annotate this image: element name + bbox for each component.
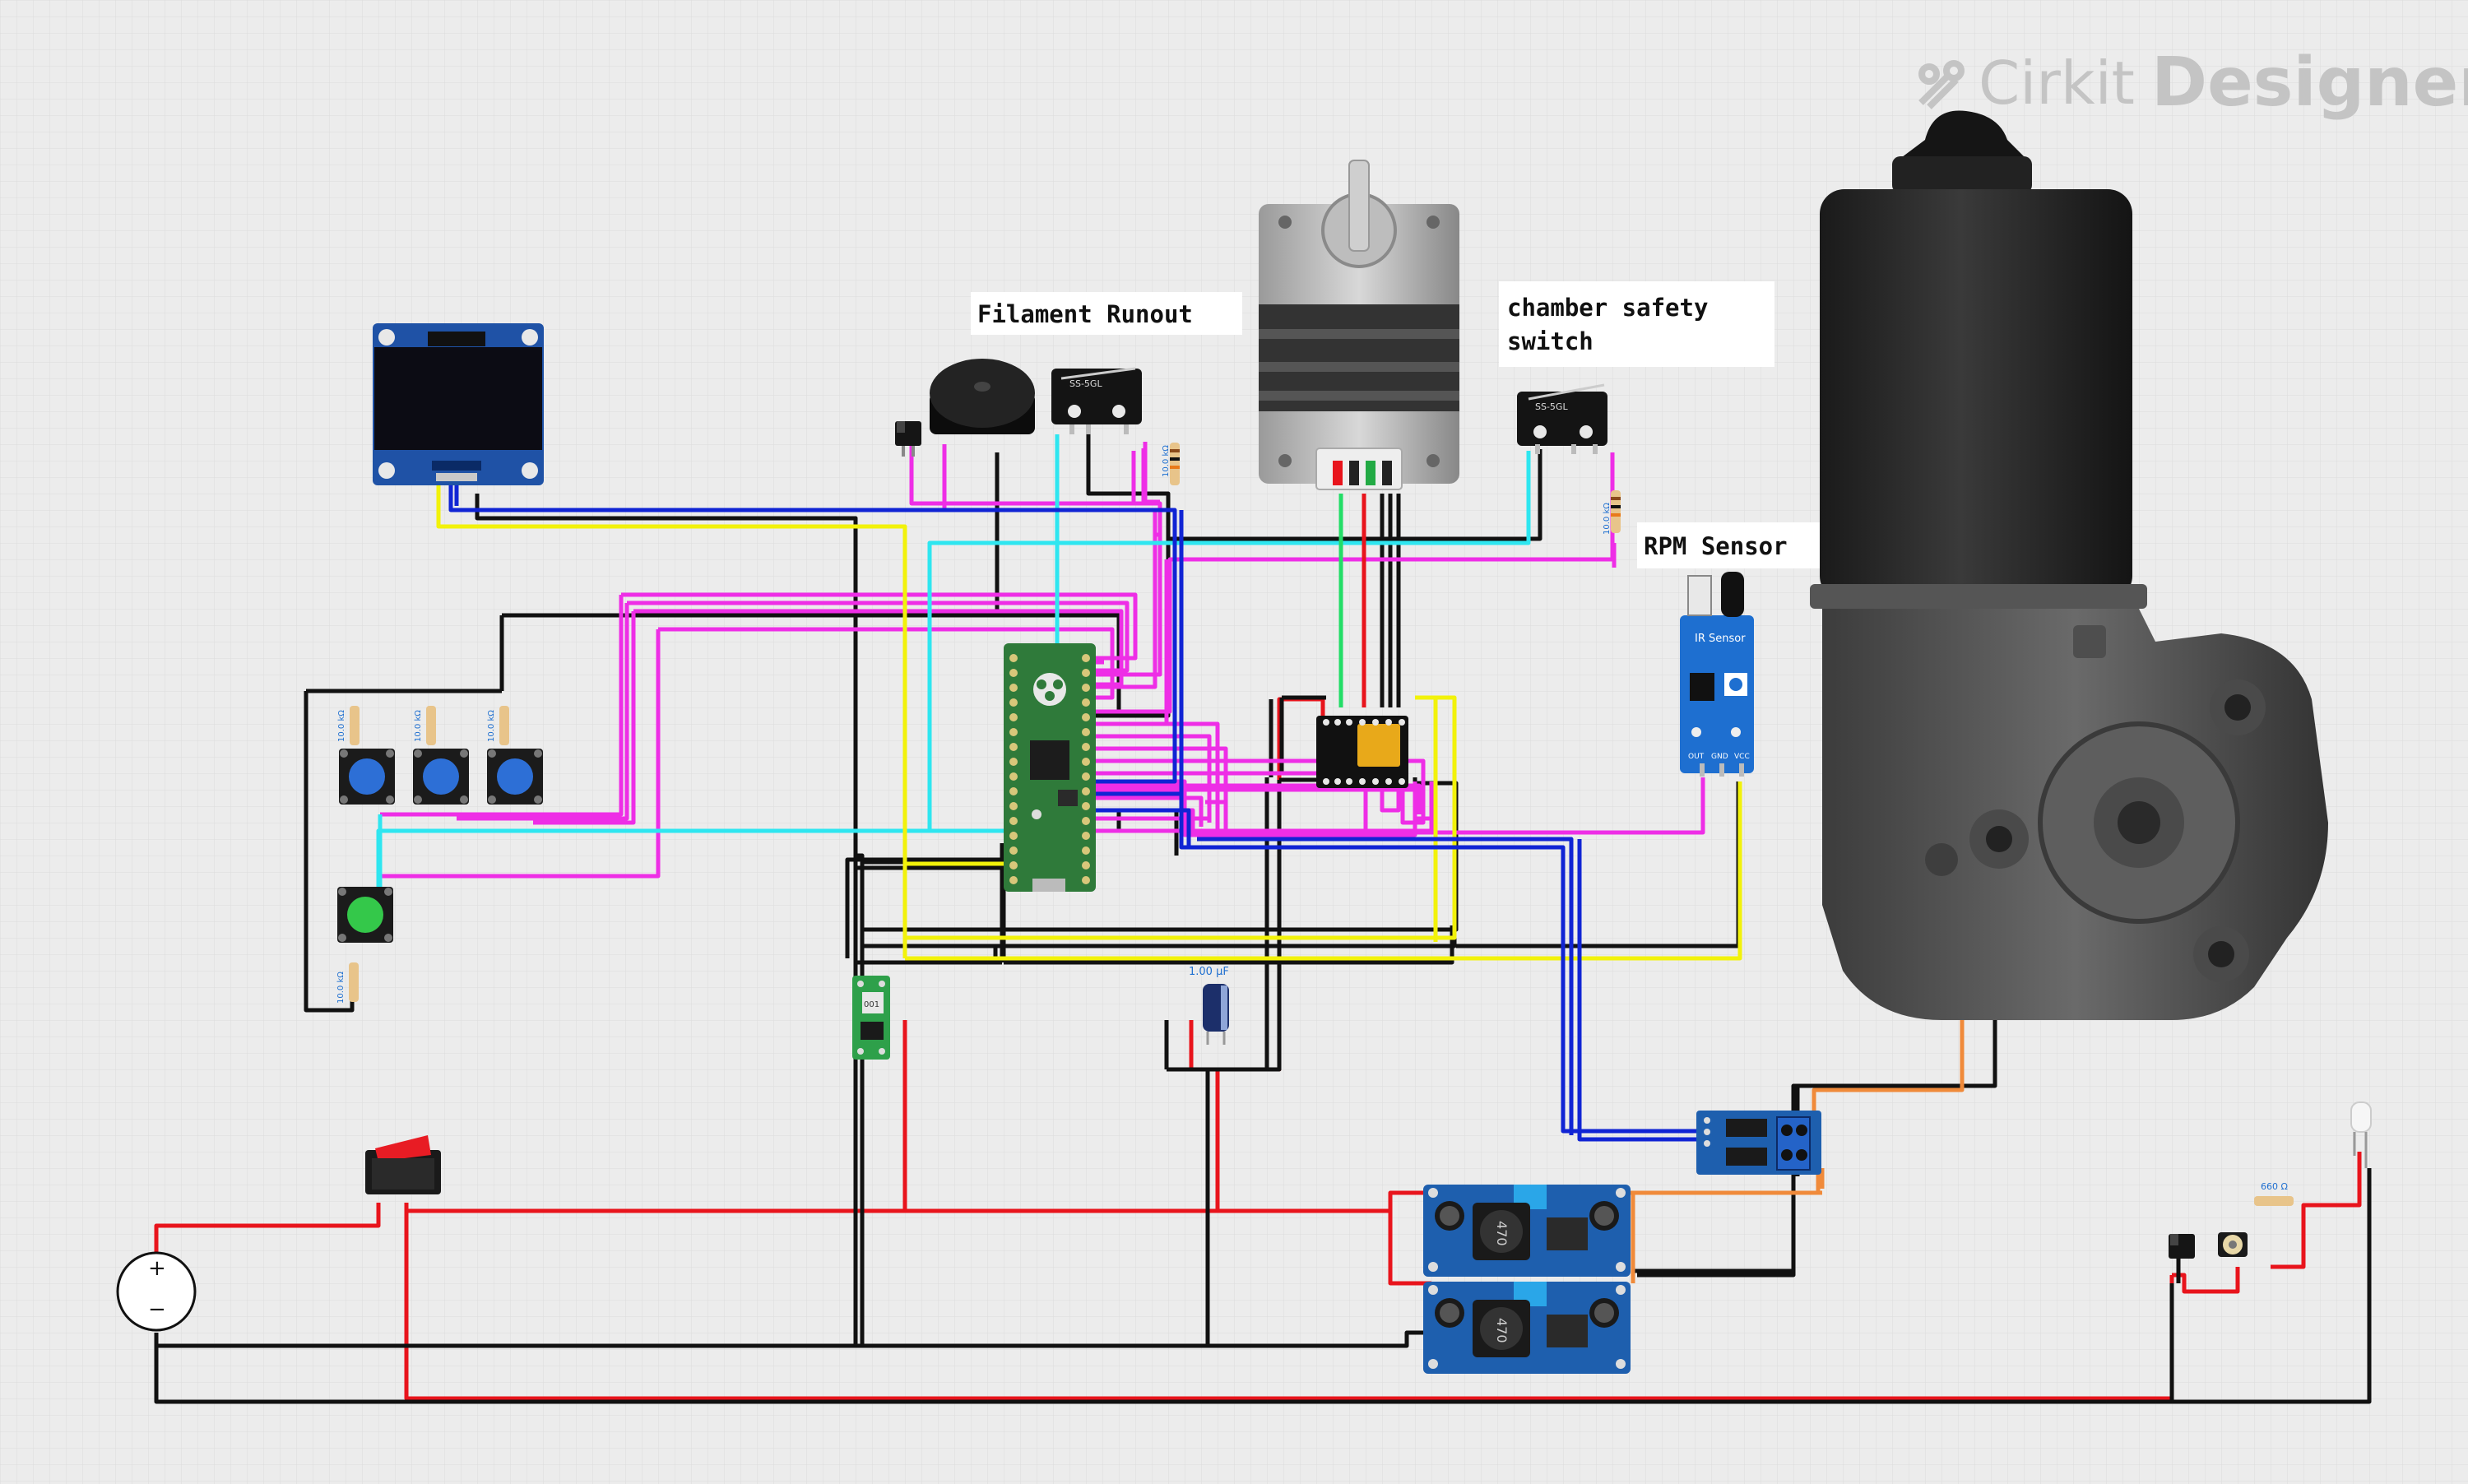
buck-converter-1[interactable]: 470 — [1423, 1185, 1631, 1277]
mosfet-module[interactable] — [1696, 1111, 1821, 1175]
ir-sensor-title: IR Sensor — [1695, 633, 1746, 645]
oled-screen — [374, 347, 542, 450]
slide-switch[interactable] — [895, 421, 921, 457]
capacitor-value: 1.00 µF — [1189, 966, 1229, 978]
led-resistor: 660 Ω — [2254, 1181, 2294, 1206]
motor-can — [1820, 189, 2132, 601]
stepper-shaft — [1348, 160, 1370, 252]
ir-sensor[interactable]: IR Sensor OUT GND VCC — [1680, 572, 1754, 777]
rp2040-chip — [1030, 740, 1069, 780]
led-resistor-value: 660 Ω — [2261, 1181, 2288, 1192]
buzzer[interactable] — [930, 359, 1035, 434]
wires-magenta — [380, 442, 1705, 879]
wires-yellow — [436, 485, 1742, 961]
push-button-green[interactable] — [337, 887, 393, 943]
supply-minus: − — [148, 1297, 166, 1322]
switch-lever — [1060, 367, 1136, 380]
supply-plus: + — [148, 1256, 166, 1281]
cirkit-logo-icon — [1918, 60, 1965, 109]
push-button-2[interactable] — [413, 749, 469, 805]
push-button-1[interactable] — [339, 749, 395, 805]
resistor-chamber: 10.0 kΩ — [1603, 490, 1621, 535]
filament-runout-switch[interactable]: SS-5GL — [1051, 367, 1142, 434]
wires-blue — [448, 485, 1711, 1142]
led[interactable] — [2350, 1101, 2372, 1168]
rocker-switch-red-paddle — [375, 1135, 431, 1162]
regulator-mark: 001 — [864, 1000, 879, 1009]
oled-display[interactable] — [373, 323, 544, 485]
chamber-label-line1: chamber safety — [1507, 294, 1708, 322]
rocker-switch[interactable] — [365, 1135, 441, 1194]
resistor-value: 10.0 kΩ — [337, 710, 346, 742]
ir-receiver — [1721, 572, 1744, 617]
filament-runout-label-box — [971, 292, 1242, 335]
resistor-value: 10.0 kΩ — [487, 710, 496, 742]
dc-gear-motor[interactable] — [1810, 110, 2328, 1020]
rpm-sensor-label: RPM Sensor — [1644, 532, 1788, 560]
switch-lever — [1528, 383, 1605, 401]
capacitor[interactable]: 1.00 µF — [1189, 966, 1229, 1045]
chamber-label-line2: switch — [1507, 327, 1594, 355]
button-resistors: 10.0 kΩ 10.0 kΩ 10.0 kΩ 10.0 kΩ — [336, 706, 509, 1004]
resistor-value: 10.0 kΩ — [1162, 445, 1171, 477]
brand-designer: Designer — [2151, 44, 2468, 122]
resistor-filament: 10.0 kΩ — [1162, 443, 1180, 485]
usb-port — [1032, 879, 1065, 892]
dc-power-supply[interactable]: + − — [116, 1251, 197, 1332]
buck-converter-2[interactable]: 470 — [1423, 1282, 1631, 1374]
ir-emitter — [1687, 575, 1712, 616]
resistor-value: 10.0 kΩ — [414, 710, 423, 742]
filament-runout-label: Filament Runout — [977, 300, 1193, 328]
switch-model-label: SS-5GL — [1535, 401, 1568, 412]
mini-buck-regulator[interactable]: 001 — [852, 976, 890, 1060]
potentiometer[interactable] — [2218, 1232, 2248, 1257]
wires — [154, 432, 2372, 1404]
inductor-value: 470 — [1494, 1318, 1510, 1343]
rpm-label-box — [1637, 522, 1826, 568]
ir-pin-gnd: GND — [1711, 753, 1728, 761]
raspberry-pi-pico[interactable] — [1004, 643, 1096, 892]
ir-pin-vcc: VCC — [1734, 753, 1750, 761]
inductor-value: 470 — [1494, 1221, 1510, 1246]
chamber-safety-switch[interactable]: SS-5GL — [1517, 383, 1607, 454]
ir-pin-out: OUT — [1688, 753, 1705, 761]
stepper-motor[interactable] — [1259, 160, 1459, 490]
cirkit-designer-logo: Cirkit Designer — [1918, 44, 2468, 122]
push-button-3[interactable] — [487, 749, 543, 805]
slide-switch-2[interactable] — [2169, 1234, 2195, 1259]
switch-model-label: SS-5GL — [1069, 378, 1102, 389]
resistor-value: 10.0 kΩ — [1603, 503, 1612, 535]
resistor-value: 10.0 kΩ — [336, 972, 346, 1004]
raspberry-logo-icon — [1033, 673, 1066, 706]
chamber-label-box — [1499, 281, 1774, 367]
brand-cirkit: Cirkit — [1979, 49, 2135, 118]
stepper-driver[interactable] — [1316, 716, 1408, 788]
